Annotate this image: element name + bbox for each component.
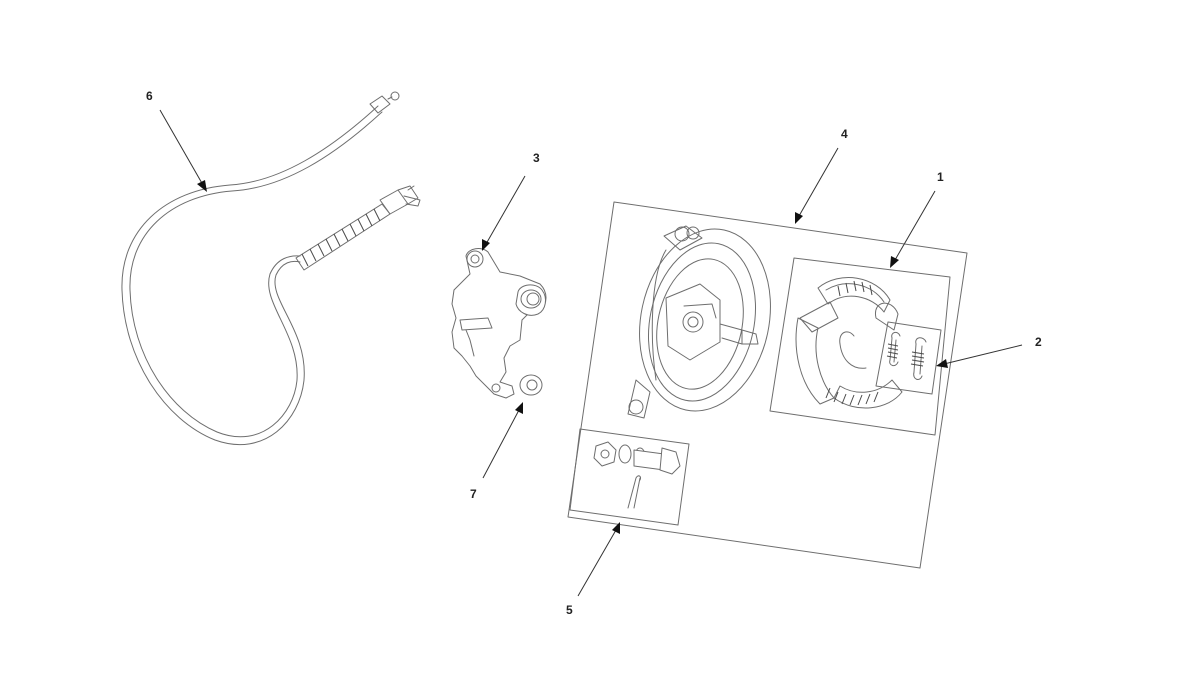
leader-arrow-2	[936, 359, 948, 368]
leader-arrow-7	[515, 402, 523, 414]
brake-bracket-part	[451, 248, 547, 399]
hardware-kit-part	[593, 441, 681, 509]
brake-panel-part	[627, 225, 771, 419]
brake-shoe-set-frame	[769, 257, 951, 436]
brake-springs-part	[886, 331, 927, 380]
leader-arrow-4	[795, 212, 803, 224]
hardware-kit-frame	[569, 428, 690, 526]
callout-2: 2	[1035, 335, 1042, 349]
callout-1: 1	[937, 170, 944, 184]
leader-arrow-1	[890, 256, 899, 268]
brake-shoes-part	[795, 277, 903, 409]
leader-arrow-6	[197, 180, 207, 192]
brake-assembly-frame	[567, 201, 968, 569]
callout-4: 4	[841, 127, 848, 141]
callout-3: 3	[533, 151, 540, 165]
callout-leaders	[159, 109, 1023, 597]
brake-springs-frame	[875, 321, 942, 395]
callout-7: 7	[470, 487, 477, 501]
leader-arrow-3	[482, 239, 490, 251]
callout-5: 5	[566, 603, 573, 617]
washer-part	[519, 374, 543, 396]
leader-arrow-5	[612, 522, 620, 534]
callout-6: 6	[146, 89, 153, 103]
brake-cable-part	[121, 91, 421, 446]
